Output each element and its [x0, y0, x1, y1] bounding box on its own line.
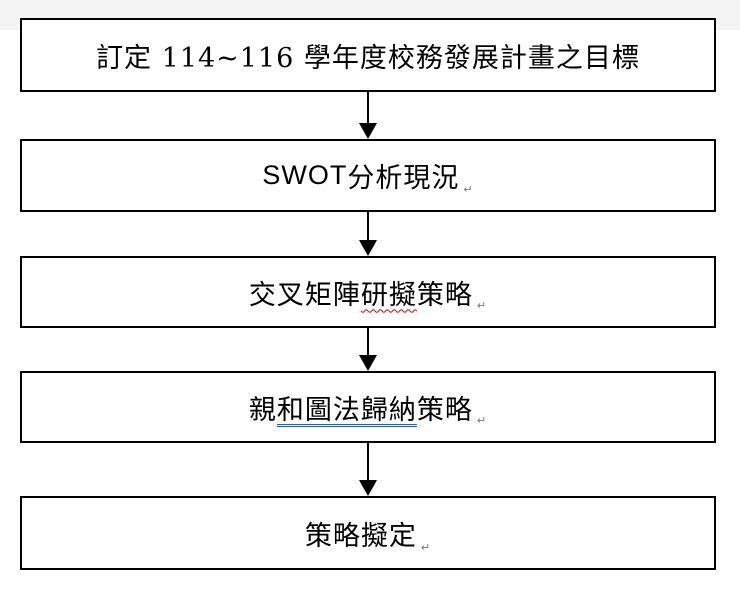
step-3-label-a: 交叉矩陣 [248, 279, 361, 311]
arrow-head-1 [359, 123, 377, 139]
step-4-label-a: 親 [248, 394, 277, 426]
step-4-label-b: 和圖法歸納 [276, 394, 417, 426]
step-4-box: 親 和圖法歸納 策略 ↵ [20, 371, 716, 443]
step-2-label: 分析現況 [347, 163, 460, 194]
paragraph-mark-2: ↵ [463, 183, 474, 196]
step-4-label-c: 策略 [416, 394, 473, 426]
arrow-head-2 [359, 240, 377, 256]
step-3-label-b: 研擬 [360, 279, 417, 311]
paragraph-mark-5: ↵ [420, 541, 432, 554]
step-3-label-c: 策略 [416, 279, 473, 311]
arrow-head-3 [359, 355, 377, 371]
step-2-box: SWOT 分析現況 ↵ [20, 139, 716, 212]
step-1-label: 訂定 114~116 學年度校務發展計畫之目標 [96, 42, 640, 74]
paragraph-mark-4: ↵ [476, 414, 488, 427]
step-5-box: 策略擬定 ↵ [20, 496, 716, 570]
step-1-box: 訂定 114~116 學年度校務發展計畫之目標 [20, 18, 716, 92]
arrow-head-4 [359, 480, 377, 496]
step-2-label-latin: SWOT [262, 160, 348, 190]
paragraph-mark-3: ↵ [476, 299, 488, 312]
step-3-box: 交叉矩陣 研擬 策略 ↵ [20, 256, 716, 328]
step-5-label: 策略擬定 [304, 520, 417, 552]
